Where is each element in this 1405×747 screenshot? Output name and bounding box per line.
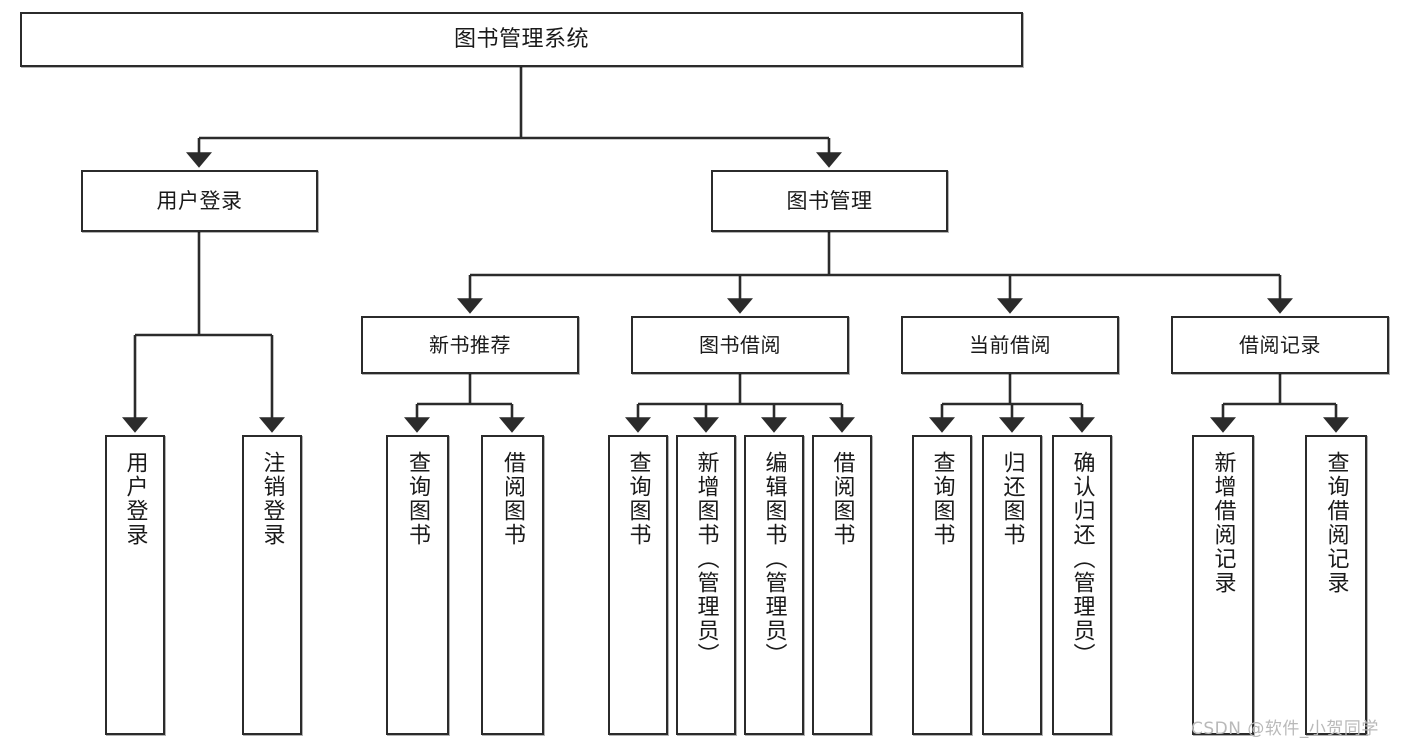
node-current-borrow-label: 当前借阅 xyxy=(969,332,1051,357)
node-leaf-query-record-label: 查询借阅记录 xyxy=(1323,451,1349,595)
node-leaf-query-book-2-label: 查询图书 xyxy=(625,451,651,547)
node-book-manage[interactable]: 图书管理 xyxy=(711,170,948,232)
node-borrow-record[interactable]: 借阅记录 xyxy=(1171,316,1389,374)
node-leaf-add-record[interactable]: 新增借阅记录 xyxy=(1192,435,1254,735)
node-leaf-add-book[interactable]: 新增图书（管理员） xyxy=(676,435,736,735)
node-book-borrow-label: 图书借阅 xyxy=(699,332,781,357)
node-user-login[interactable]: 用户登录 xyxy=(81,170,318,232)
node-leaf-borrow-book-1-label: 借阅图书 xyxy=(500,451,526,547)
node-leaf-borrow-book-1[interactable]: 借阅图书 xyxy=(481,435,544,735)
node-leaf-edit-book[interactable]: 编辑图书（管理员） xyxy=(744,435,804,735)
node-leaf-confirm-return-label: 确认归还（管理员） xyxy=(1069,451,1095,667)
node-leaf-edit-book-label: 编辑图书（管理员） xyxy=(761,451,787,667)
node-new-book-recommend-label: 新书推荐 xyxy=(429,332,511,357)
node-borrow-record-label: 借阅记录 xyxy=(1239,332,1321,357)
node-leaf-logout-label: 注销登录 xyxy=(259,451,285,547)
node-leaf-query-book-3-label: 查询图书 xyxy=(929,451,955,547)
node-book-borrow[interactable]: 图书借阅 xyxy=(631,316,849,374)
node-leaf-confirm-return[interactable]: 确认归还（管理员） xyxy=(1052,435,1112,735)
node-current-borrow[interactable]: 当前借阅 xyxy=(901,316,1119,374)
node-leaf-query-book-1-label: 查询图书 xyxy=(405,451,431,547)
node-leaf-return-book[interactable]: 归还图书 xyxy=(982,435,1042,735)
node-leaf-borrow-book-2[interactable]: 借阅图书 xyxy=(812,435,872,735)
node-leaf-add-book-label: 新增图书（管理员） xyxy=(693,451,719,667)
node-leaf-query-record[interactable]: 查询借阅记录 xyxy=(1305,435,1367,735)
node-leaf-add-record-label: 新增借阅记录 xyxy=(1210,451,1236,595)
node-root[interactable]: 图书管理系统 xyxy=(20,12,1023,67)
node-leaf-query-book-3[interactable]: 查询图书 xyxy=(912,435,972,735)
node-leaf-query-book-1[interactable]: 查询图书 xyxy=(386,435,449,735)
node-leaf-logout[interactable]: 注销登录 xyxy=(242,435,302,735)
node-leaf-return-book-label: 归还图书 xyxy=(999,451,1025,547)
node-user-login-label: 用户登录 xyxy=(156,188,243,213)
node-leaf-user-login-label: 用户登录 xyxy=(122,451,148,547)
node-leaf-borrow-book-2-label: 借阅图书 xyxy=(829,451,855,547)
node-new-book-recommend[interactable]: 新书推荐 xyxy=(361,316,579,374)
csdn-watermark: CSDN @软件_小贺同学 xyxy=(1191,719,1379,739)
node-leaf-user-login[interactable]: 用户登录 xyxy=(105,435,165,735)
node-book-manage-label: 图书管理 xyxy=(786,188,873,213)
node-root-label: 图书管理系统 xyxy=(453,26,589,52)
node-leaf-query-book-2[interactable]: 查询图书 xyxy=(608,435,668,735)
